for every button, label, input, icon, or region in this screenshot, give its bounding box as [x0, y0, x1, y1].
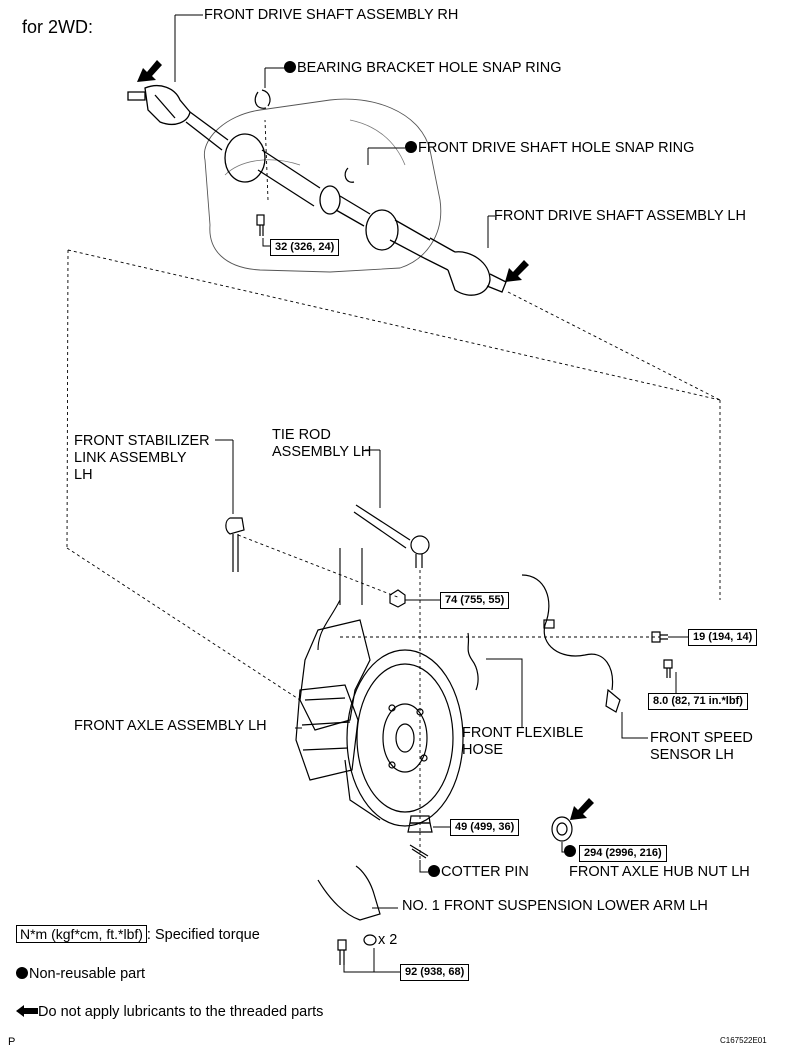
torque-32: 32 (326, 24) — [270, 239, 340, 256]
label-lower-arm: NO. 1 FRONT SUSPENSION LOWER ARM LH — [402, 898, 708, 914]
torque-8: 8.0 (82, 71 in.*lbf) — [648, 693, 748, 710]
dashed-guides — [66, 119, 721, 860]
drive-shaft-rh — [127, 85, 371, 227]
label-speed-sensor: FRONT SPEED SENSOR LH — [650, 730, 753, 763]
arrow-icon-rh — [137, 60, 162, 82]
torque-294-row — [564, 844, 577, 861]
legend-torque-desc: : Specified torque — [146, 927, 260, 943]
torque-74: 74 (755, 55) — [440, 592, 510, 609]
label-drive-shaft-lh: FRONT DRIVE SHAFT ASSEMBLY LH — [494, 208, 746, 224]
torque-294: 294 (2996, 216) — [579, 845, 667, 862]
variant-heading: for 2WD: — [22, 17, 94, 37]
arrow-icon-lh — [505, 260, 529, 282]
torque-19: 19 (194, 14) — [688, 629, 758, 646]
figure-code: C167522E01 — [720, 1036, 767, 1045]
strut — [317, 548, 363, 651]
cotter-pin-part — [409, 844, 429, 859]
nonreusable-dot-icon — [428, 865, 440, 877]
nut-74 — [389, 589, 406, 608]
arrow-icon-hub — [570, 798, 594, 820]
legend-nonreusable: Non-reusable part — [16, 966, 145, 983]
label-quantity: x 2 — [378, 932, 398, 948]
nonreusable-dot-icon — [564, 845, 576, 857]
label-cotter-pin: COTTER PIN — [428, 864, 529, 881]
bolt-92 — [337, 934, 377, 965]
lubricant-arrows — [137, 60, 594, 820]
flexible-hose-part — [467, 632, 479, 691]
torque-49: 49 (499, 36) — [450, 819, 520, 836]
label-flexible-hose: FRONT FLEXIBLE HOSE — [462, 725, 584, 758]
page-mark: P — [8, 1036, 16, 1048]
shaft-hole-snap-ring — [344, 167, 355, 183]
stabilizer-link-part — [225, 517, 245, 572]
torque-92: 92 (938, 68) — [400, 964, 470, 981]
label-bearing-snap-ring: BEARING BRACKET HOLE SNAP RING — [284, 60, 562, 77]
label-stabilizer-link: FRONT STABILIZER LINK ASSEMBLY LH — [74, 433, 210, 483]
label-hub-nut: FRONT AXLE HUB NUT LH — [569, 864, 750, 880]
nonreusable-dot-icon — [284, 61, 296, 73]
legend-no-lube: Do not apply lubricants to the threaded … — [16, 1004, 323, 1021]
hub-nut-part — [551, 816, 573, 842]
label-drive-shaft-rh: FRONT DRIVE SHAFT ASSEMBLY RH — [204, 7, 459, 23]
tie-rod-part — [353, 504, 430, 568]
label-tie-rod: TIE ROD ASSEMBLY LH — [272, 427, 372, 460]
bolt-19 — [651, 631, 668, 643]
arrow-icon — [16, 1005, 38, 1017]
lower-arm-part — [317, 865, 381, 921]
label-shaft-hole-snap-ring: FRONT DRIVE SHAFT HOLE SNAP RING — [405, 140, 694, 157]
legend-torque-unit: N*m (kgf*cm, ft.*lbf) — [16, 925, 147, 943]
bolt-32 — [256, 214, 265, 236]
transaxle-housing — [203, 98, 442, 273]
speed-sensor-part — [521, 574, 621, 713]
nut-49 — [407, 815, 433, 833]
legend-torque: N*m (kgf*cm, ft.*lbf): Specified torque — [16, 925, 260, 944]
bearing-snap-ring — [254, 89, 271, 109]
nonreusable-dot-icon — [405, 141, 417, 153]
label-axle-assembly: FRONT AXLE ASSEMBLY LH — [74, 718, 267, 734]
leader-lines — [174, 14, 688, 973]
bolt-8 — [663, 659, 673, 678]
drive-shaft-lh — [365, 209, 507, 296]
axle-assembly-part — [295, 619, 464, 827]
nonreusable-dot-icon — [16, 967, 28, 979]
